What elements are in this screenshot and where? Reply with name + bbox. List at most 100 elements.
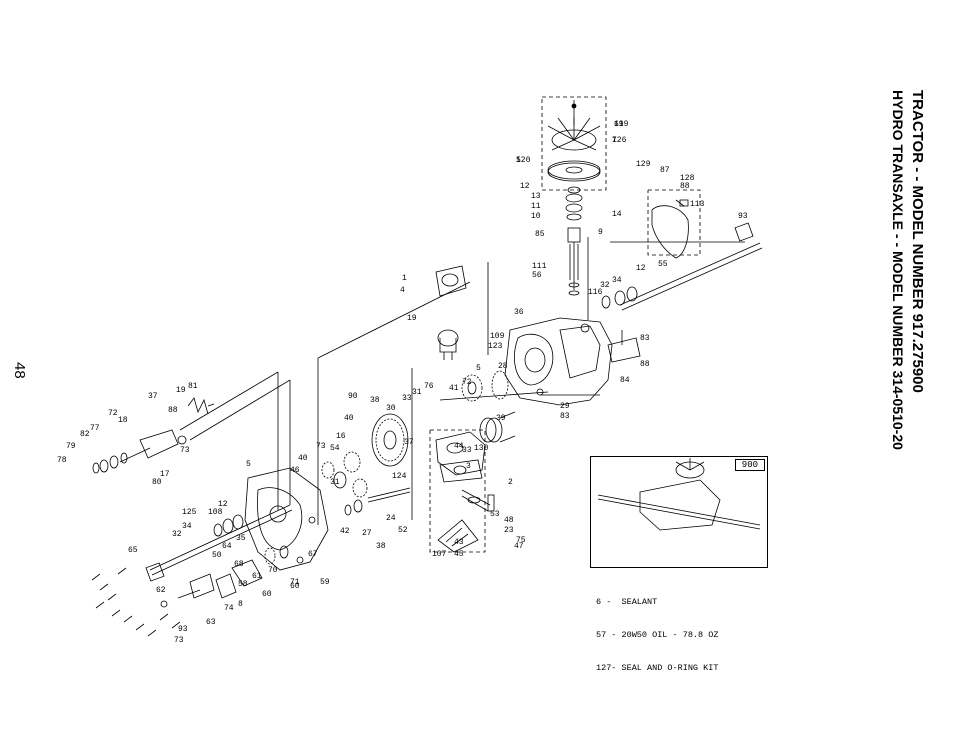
part-callout: 129 <box>636 160 651 169</box>
lower-gear-cluster <box>177 545 289 599</box>
part-callout: 37 <box>404 438 414 447</box>
part-callout: 108 <box>208 508 223 517</box>
part-callout: 42 <box>340 527 350 536</box>
dashed-group-center-block <box>429 429 486 553</box>
part-callout: 40 <box>298 454 308 463</box>
part-callout: 7 <box>612 136 617 145</box>
part-callout: 69 <box>614 120 624 129</box>
part-callout: 82 <box>80 430 90 439</box>
part-callout: 18 <box>118 416 128 425</box>
brake-arm <box>119 429 187 463</box>
part-callout: 80 <box>152 478 162 487</box>
part-callout: 72 <box>108 409 118 418</box>
part-callout: 36 <box>514 308 524 317</box>
part-callout: 40 <box>344 414 354 423</box>
part-callout: 59 <box>320 578 330 587</box>
part-callout: 88 <box>168 406 178 415</box>
part-callout: 46 <box>290 466 300 475</box>
part-callout: 43 <box>454 538 464 547</box>
part-callout: 12 <box>520 182 530 191</box>
part-callout: 3 <box>466 462 471 471</box>
bolt-array <box>91 567 181 637</box>
part-callout: 64 <box>222 542 232 551</box>
brake-pucks <box>92 452 128 474</box>
pump-cylinder <box>479 411 516 443</box>
part-callout: 87 <box>660 166 670 175</box>
inset-transaxle-illustration <box>597 458 761 531</box>
part-callout: 5 <box>476 364 481 373</box>
gear-72 <box>439 370 549 401</box>
part-callout: 41 <box>449 384 459 393</box>
part-callout: 93 <box>178 625 188 634</box>
part-callout: 32 <box>600 281 610 290</box>
part-callout: 8 <box>238 600 243 609</box>
part-callout: 58 <box>238 580 248 589</box>
part-callout: 119 <box>614 120 629 129</box>
right-bracket <box>651 199 689 259</box>
part-callout: 88 <box>640 360 650 369</box>
part-callout: 88 <box>680 182 690 191</box>
part-callout: 109 <box>490 332 505 341</box>
part-callout: 39 <box>496 414 506 423</box>
part-callout: 68 <box>234 560 244 569</box>
part-callout: 12 <box>636 264 646 273</box>
part-callout: 71 <box>290 578 300 587</box>
housing-left <box>244 467 329 571</box>
part-callout: 67 <box>308 550 318 559</box>
charge-pump-assembly <box>435 265 467 360</box>
part-callout: 56 <box>532 271 542 280</box>
part-callout: 50 <box>212 551 222 560</box>
part-callout: 19 <box>407 314 417 323</box>
note-line: 127- SEAL AND O-RING KIT <box>596 663 719 673</box>
part-callout: 38 <box>370 396 380 405</box>
inset-view: 900 <box>590 456 768 568</box>
part-callout: 81 <box>188 382 198 391</box>
part-callout: 61 <box>252 572 262 581</box>
part-callout: 45 <box>454 550 464 559</box>
bracket-123 <box>607 330 641 363</box>
part-callout: 12 <box>218 500 228 509</box>
control-arm <box>461 489 495 512</box>
part-callout: 79 <box>66 442 76 451</box>
part-callout: 19 <box>176 386 186 395</box>
cooling-fan <box>547 100 601 151</box>
part-callout: 10 <box>531 212 541 221</box>
part-callout: 52 <box>398 526 408 535</box>
part-callout: 35 <box>236 534 246 543</box>
part-callout: 4 <box>400 286 405 295</box>
part-callout: 83 <box>640 334 650 343</box>
part-callout: 70 <box>268 566 278 575</box>
part-callout: 124 <box>392 472 407 481</box>
part-callout: 126 <box>612 136 627 145</box>
part-callout: 31 <box>412 388 422 397</box>
left-bearings <box>213 514 244 537</box>
dashed-group-fan <box>541 96 607 191</box>
part-callout: 13 <box>531 192 541 201</box>
drawing-title: TRACTOR - - MODEL NUMBER 917.275900 HYDR… <box>880 90 950 610</box>
part-callout: 44 <box>454 442 464 451</box>
part-callout: 73 <box>316 442 326 451</box>
part-callout: 47 <box>514 542 524 551</box>
part-callout: 73 <box>180 446 190 455</box>
part-callout: 31 <box>330 478 340 487</box>
note-line: 6 - SEALANT <box>596 597 658 607</box>
part-callout: 72 <box>462 378 472 387</box>
right-bearings <box>601 286 638 309</box>
part-callout: 60 <box>262 590 272 599</box>
part-callout: 93 <box>738 212 748 221</box>
part-callout: 32 <box>172 530 182 539</box>
part-callout: 74 <box>224 604 234 613</box>
part-callout: 90 <box>348 392 358 401</box>
gear-41 <box>461 374 483 402</box>
inset-reference-tag: 900 <box>734 459 765 471</box>
part-callout: 33 <box>462 446 472 455</box>
part-callout: 76 <box>424 382 434 391</box>
part-callout: 128 <box>680 174 695 183</box>
part-callout: 33 <box>402 394 412 403</box>
part-callout: 34 <box>612 276 622 285</box>
part-callout: 29 <box>560 402 570 411</box>
part-callout: 83 <box>560 412 570 421</box>
dashed-group-bracket <box>647 189 701 256</box>
